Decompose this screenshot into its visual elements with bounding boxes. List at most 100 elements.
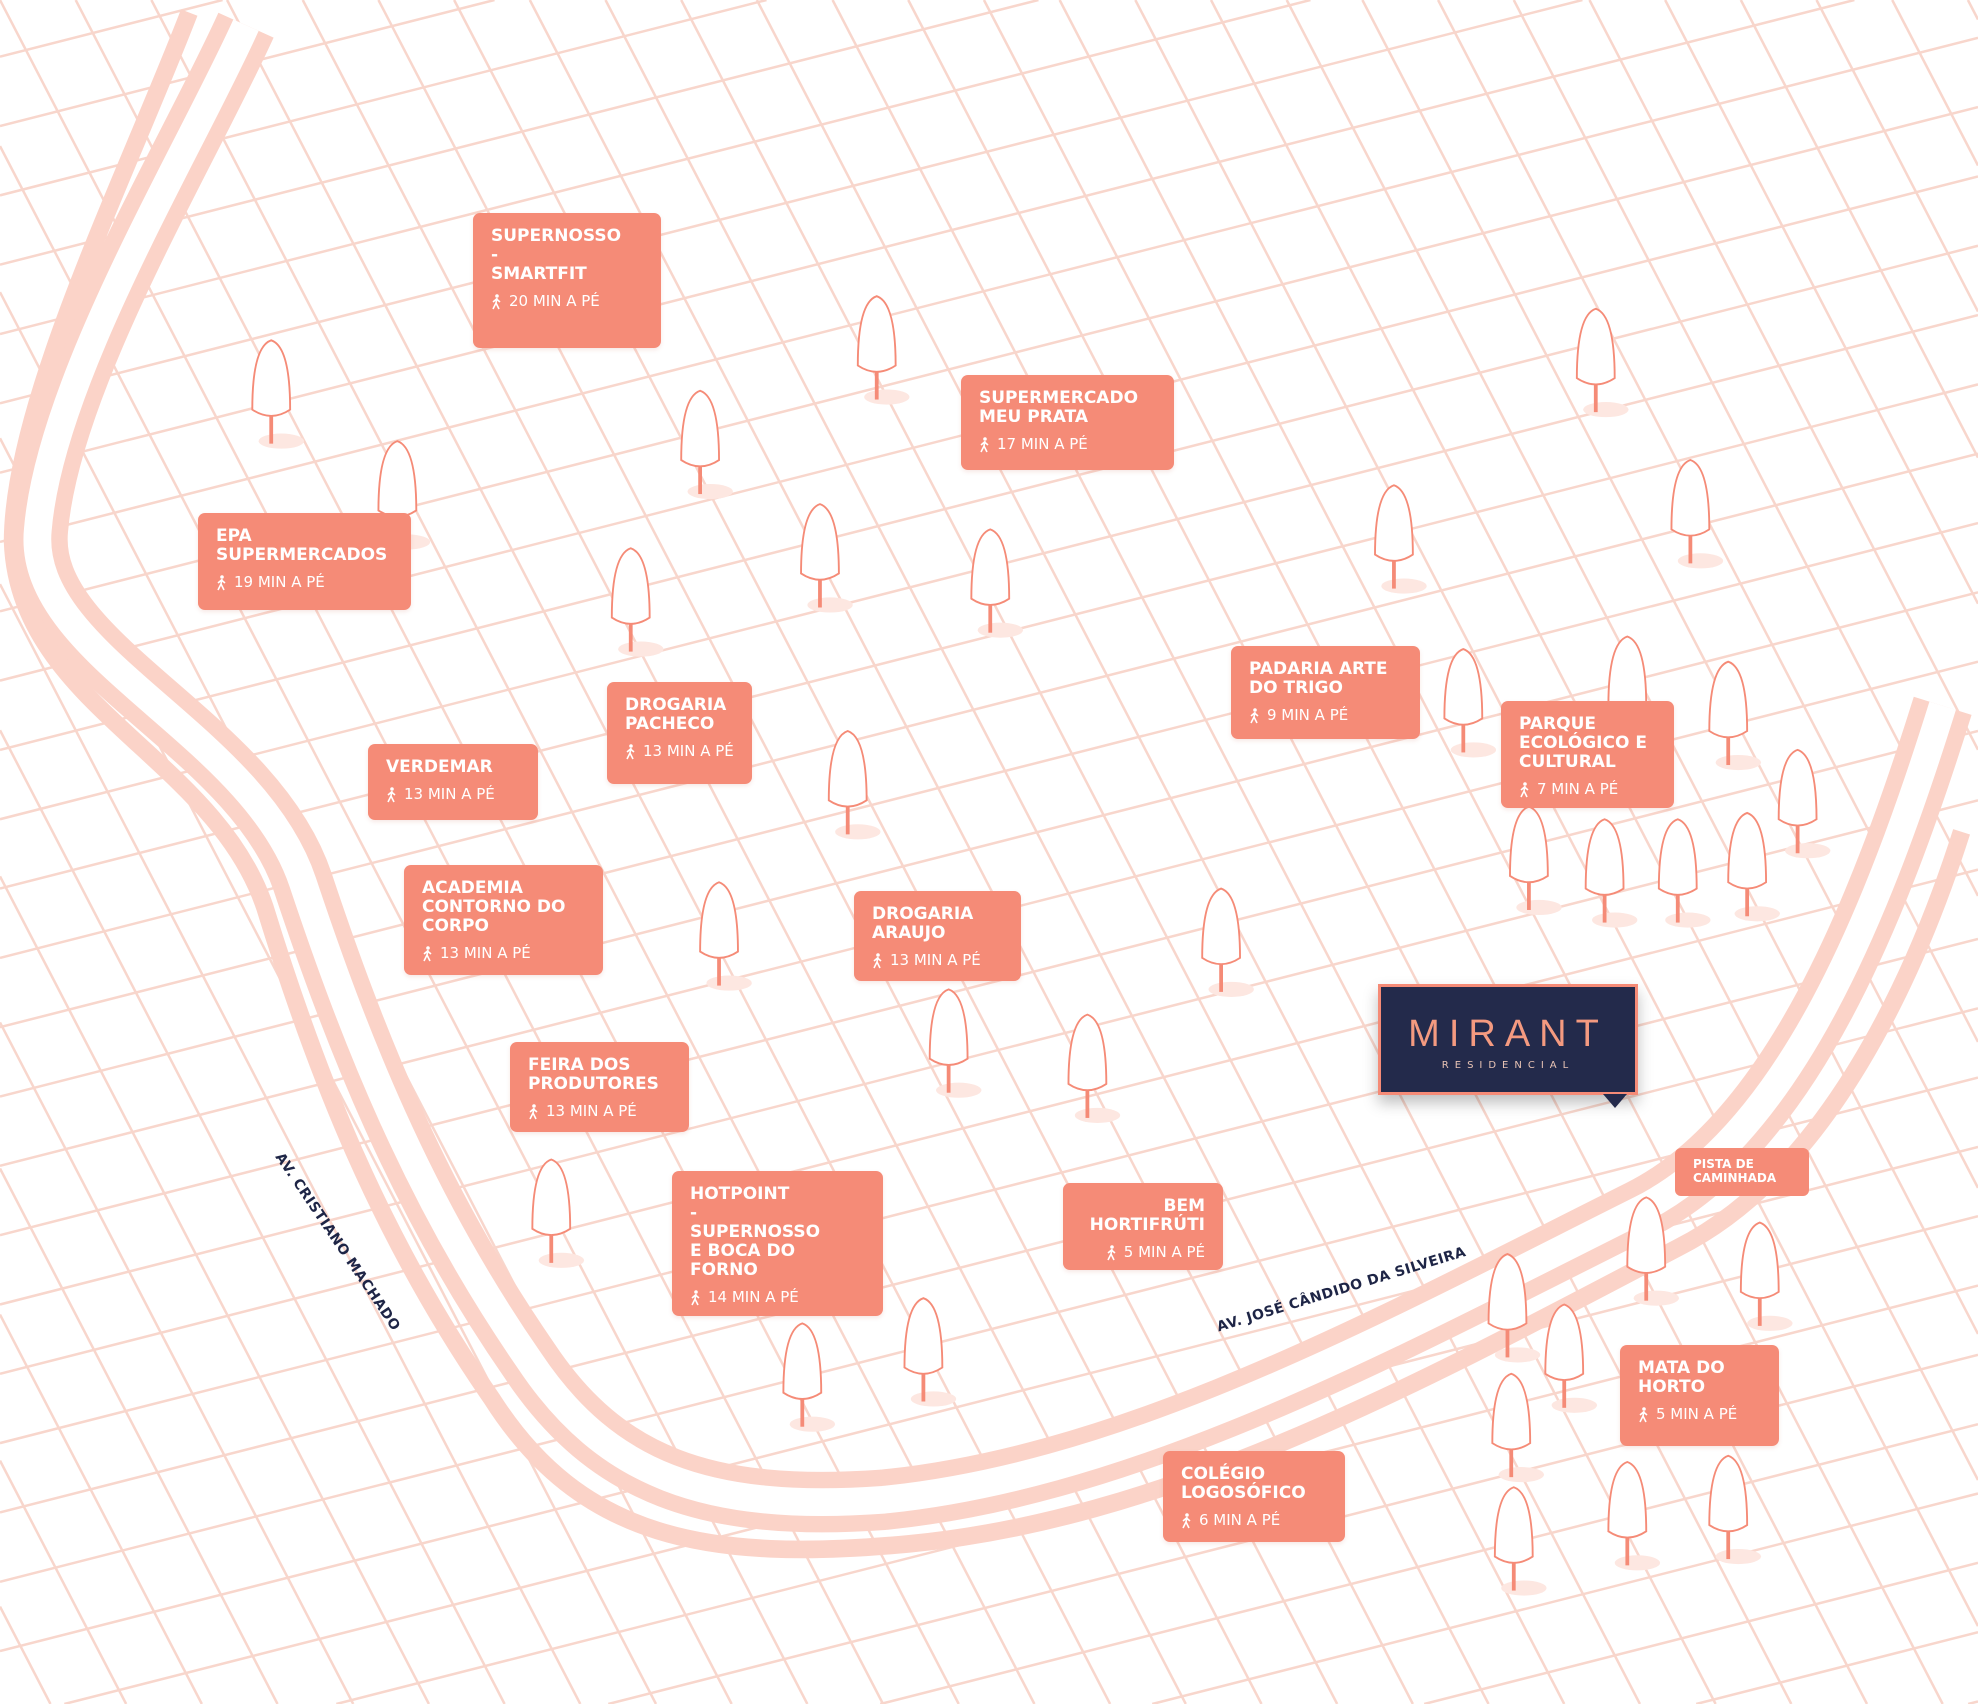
tree-icon bbox=[1607, 1461, 1661, 1571]
poi-label[interactable]: COLÉGIO LOGOSÓFICO 6 MIN A PÉ bbox=[1163, 1451, 1345, 1542]
tree-icon bbox=[1201, 887, 1254, 997]
tree-icon bbox=[903, 1297, 957, 1407]
poi-label[interactable]: PARQUE ECOLÓGICO E CULTURAL 7 MIN A PÉ bbox=[1501, 701, 1674, 808]
walk-time-text: 5 MIN A PÉ bbox=[1123, 1243, 1205, 1261]
poi-name: ACADEMIA CONTORNO DO CORPO bbox=[422, 878, 566, 936]
walking-person-icon bbox=[423, 945, 432, 961]
tree-icon bbox=[1067, 1013, 1121, 1123]
walking-person-icon bbox=[217, 574, 226, 590]
street-line bbox=[0, 1076, 1978, 1583]
street-line bbox=[1664, 0, 1978, 605]
mirant-residencial-marker[interactable]: MIRANT RESIDENCIAL bbox=[1378, 984, 1638, 1108]
street-line bbox=[1588, 0, 1978, 751]
tree-icon bbox=[1626, 1196, 1680, 1306]
street-line bbox=[1134, 0, 1978, 1627]
walk-time-text: 9 MIN A PÉ bbox=[1267, 706, 1349, 724]
tree-icon bbox=[1374, 484, 1427, 594]
poi-name: BEM HORTIFRÚTI bbox=[1089, 1196, 1205, 1235]
street-line bbox=[0, 0, 1855, 474]
poi-name: VERDEMAR bbox=[386, 757, 493, 777]
tree-icon bbox=[1493, 1486, 1547, 1596]
street-line bbox=[1815, 0, 1978, 313]
tree-icon bbox=[1708, 1454, 1762, 1565]
street-line bbox=[0, 799, 1978, 1306]
street-line bbox=[0, 0, 1311, 336]
street-line bbox=[301, 0, 1187, 1704]
tree-icon bbox=[1657, 818, 1711, 928]
poi-label[interactable]: MATA DO HORTO 5 MIN A PÉ bbox=[1620, 1345, 1779, 1446]
street-line bbox=[0, 1007, 1978, 1514]
poi-label[interactable]: HOTPOINT - SUPERNOSSO E BOCA DO FORNO 14 … bbox=[672, 1171, 883, 1316]
walk-time: 5 MIN A PÉ bbox=[1081, 1243, 1205, 1262]
poi-name: COLÉGIO LOGOSÓFICO bbox=[1181, 1464, 1306, 1503]
street-line bbox=[0, 0, 1583, 405]
street-line bbox=[0, 0, 223, 58]
poi-name: PARQUE ECOLÓGICO E CULTURAL bbox=[1519, 714, 1647, 772]
walking-person-icon bbox=[626, 743, 635, 759]
walking-person-icon bbox=[980, 436, 989, 452]
walk-time: 7 MIN A PÉ bbox=[1519, 780, 1656, 799]
walk-time-text: 6 MIN A PÉ bbox=[1199, 1511, 1281, 1529]
walk-time: 20 MIN A PÉ bbox=[491, 292, 643, 311]
walking-person-icon bbox=[1182, 1512, 1191, 1528]
walk-time: 13 MIN A PÉ bbox=[422, 944, 585, 963]
street-line bbox=[0, 1167, 279, 1704]
tree-icon bbox=[1584, 818, 1638, 928]
tree-icon bbox=[1670, 459, 1724, 569]
walk-time: 13 MIN A PÉ bbox=[528, 1102, 671, 1121]
tree-icon bbox=[856, 295, 910, 405]
walk-time-text: 17 MIN A PÉ bbox=[997, 435, 1088, 453]
tree-icon bbox=[1727, 811, 1780, 922]
walk-time: 17 MIN A PÉ bbox=[979, 435, 1156, 454]
tree-icon bbox=[251, 339, 305, 449]
trees bbox=[251, 295, 1831, 1596]
street-line bbox=[0, 244, 1978, 752]
tree-icon bbox=[531, 1158, 585, 1268]
street-line bbox=[0, 1313, 203, 1704]
street-line bbox=[879, 1422, 1978, 1704]
walk-time-text: 13 MIN A PÉ bbox=[890, 951, 981, 969]
street-line bbox=[1695, 1630, 1978, 1704]
tree-icon bbox=[1443, 648, 1497, 758]
mirant-subtitle: RESIDENCIAL bbox=[1441, 1060, 1575, 1071]
walking-person-icon bbox=[873, 952, 882, 968]
poi-label[interactable]: SUPERNOSSO - SMARTFIT 20 MIN A PÉ bbox=[473, 213, 661, 348]
poi-name: HOTPOINT - SUPERNOSSO E BOCA DO FORNO bbox=[690, 1184, 821, 1280]
street-line bbox=[1739, 0, 1978, 459]
poi-name: EPA SUPERMERCADOS bbox=[216, 526, 388, 565]
tree-icon bbox=[1777, 748, 1831, 859]
tree-icon bbox=[1575, 307, 1629, 418]
walk-time: 6 MIN A PÉ bbox=[1181, 1511, 1327, 1530]
walking-person-icon bbox=[1250, 707, 1259, 723]
walk-time: 14 MIN A PÉ bbox=[690, 1288, 865, 1307]
poi-label[interactable]: BEM HORTIFRÚTI 5 MIN A PÉ bbox=[1063, 1183, 1223, 1270]
tree-icon bbox=[1544, 1303, 1598, 1413]
poi-name: SUPERNOSSO - SMARTFIT bbox=[491, 226, 622, 284]
walk-time-text: 13 MIN A PÉ bbox=[440, 944, 531, 962]
walking-person-icon bbox=[492, 293, 501, 309]
street-line bbox=[0, 729, 1978, 1237]
marker-pointer bbox=[1603, 1094, 1627, 1108]
street-line bbox=[225, 0, 1112, 1704]
walk-time-text: 5 MIN A PÉ bbox=[1656, 1405, 1738, 1423]
tree-icon bbox=[970, 528, 1024, 638]
poi-label[interactable]: ACADEMIA CONTORNO DO CORPO 13 MIN A PÉ bbox=[404, 865, 603, 975]
pista-de-caminhada-label: PISTA DE CAMINHADA bbox=[1675, 1148, 1809, 1196]
street-line bbox=[0, 36, 1978, 544]
street-line bbox=[150, 0, 1036, 1704]
street-line bbox=[0, 583, 582, 1704]
tree-icon bbox=[699, 881, 752, 991]
poi-name: MATA DO HORTO bbox=[1638, 1358, 1725, 1397]
street-line bbox=[0, 937, 1978, 1445]
walk-time: 5 MIN A PÉ bbox=[1638, 1405, 1761, 1424]
street-line bbox=[0, 868, 1978, 1376]
street-line bbox=[0, 875, 431, 1704]
